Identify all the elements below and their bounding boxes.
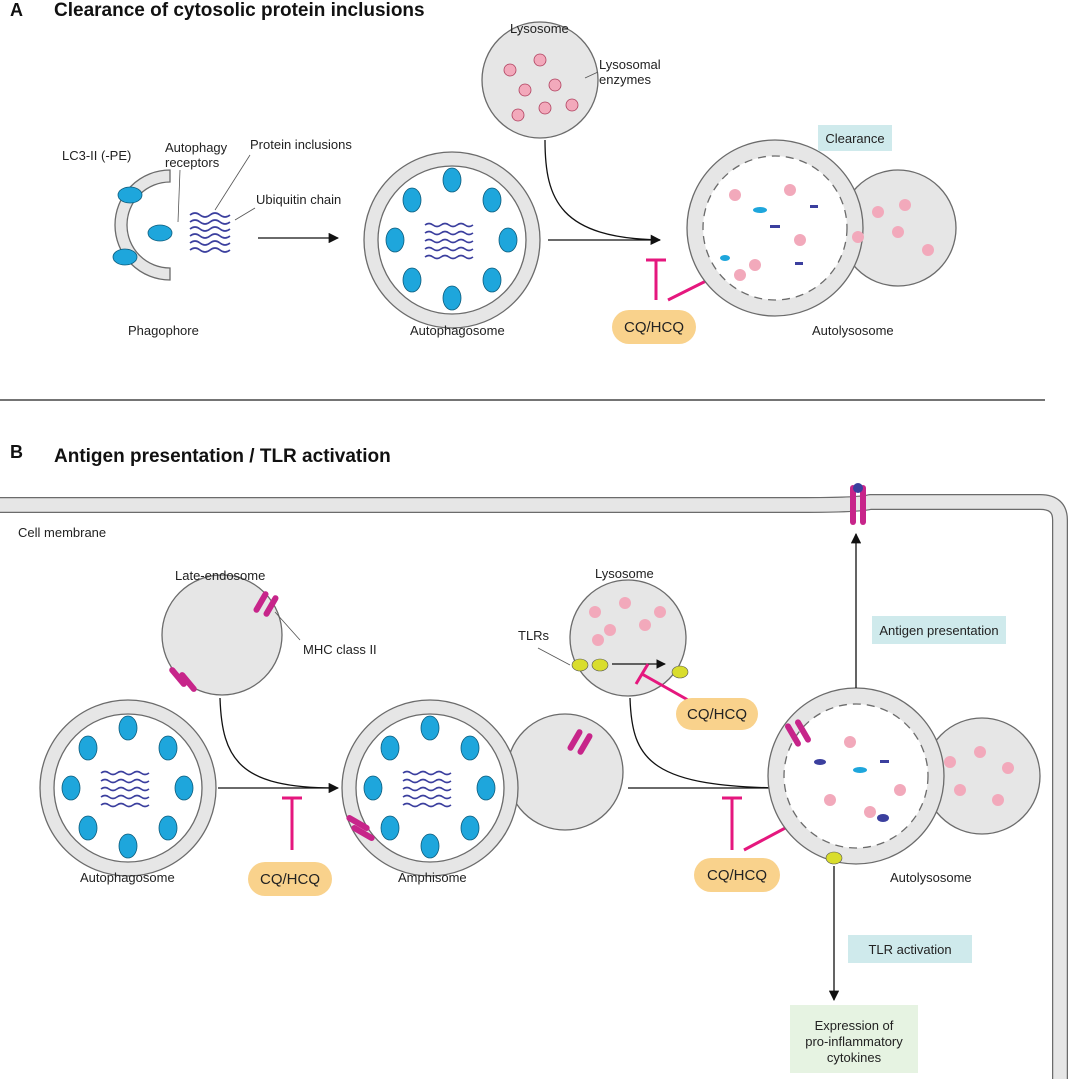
clearance-tag-text: Clearance bbox=[825, 131, 884, 146]
autolysosome-b-label: Autolysosome bbox=[890, 870, 972, 885]
lc3-receptor-icon bbox=[117, 186, 143, 204]
clearance-tag bbox=[818, 125, 892, 151]
protein-inclusion-a bbox=[189, 212, 231, 253]
lysosome-b bbox=[569, 579, 689, 697]
antigen-tag-text: Antigen presentation bbox=[879, 623, 998, 638]
phagophore bbox=[112, 169, 173, 281]
panel-a-letter: A bbox=[10, 0, 23, 20]
cq-hcq-b2: CQ/HCQ bbox=[260, 871, 320, 888]
tlr-tag bbox=[848, 935, 972, 963]
cq-hcq-pill-b2 bbox=[248, 862, 332, 896]
autolysosome-a-label: Autolysosome bbox=[812, 323, 894, 338]
cytokine-line-1: Expression of bbox=[815, 1018, 894, 1033]
cytokine-tag bbox=[790, 1005, 918, 1073]
tlrs-label: TLRs bbox=[518, 628, 550, 643]
autolysosome-a bbox=[686, 139, 957, 317]
phagophore-label: Phagophore bbox=[128, 323, 199, 338]
lc3-label: LC3-II (-PE) bbox=[62, 148, 131, 163]
autophagosome-a-label: Autophagosome bbox=[410, 323, 505, 338]
cell-membrane-label: Cell membrane bbox=[18, 525, 106, 540]
receptors-label-1: Autophagy bbox=[165, 140, 228, 155]
panel-b-title: Antigen presentation / TLR activation bbox=[54, 446, 391, 467]
inhibition-bar-lysosome bbox=[634, 663, 689, 702]
panel-b-letter: B bbox=[10, 442, 23, 462]
lysosome-b-label: Lysosome bbox=[595, 566, 654, 581]
amphisome-label: Amphisome bbox=[398, 870, 467, 885]
panel-a-title: Clearance of cytosolic protein inclusion… bbox=[54, 0, 425, 21]
autophagosome-b-label: Autophagosome bbox=[80, 870, 175, 885]
ubiquitin-label: Ubiquitin chain bbox=[256, 192, 341, 207]
arrow-b-endosome bbox=[219, 697, 336, 789]
cq-hcq-pill-b3 bbox=[694, 858, 780, 892]
cytokine-line-2: pro-inflammatory bbox=[805, 1034, 903, 1049]
arrow-b-lysosome bbox=[629, 697, 791, 789]
tlr-tag-text: TLR activation bbox=[868, 942, 951, 957]
late-endosome bbox=[161, 574, 283, 696]
inclusions-label: Protein inclusions bbox=[250, 137, 352, 152]
cq-hcq-a: CQ/HCQ bbox=[624, 319, 684, 336]
lysosome-a-label: Lysosome bbox=[510, 21, 569, 36]
autophagosome-b bbox=[39, 699, 217, 877]
arrow-a-lysosome bbox=[544, 139, 662, 246]
mhc-label: MHC class II bbox=[303, 642, 377, 657]
cell-membrane bbox=[0, 495, 1067, 1079]
antigen-tag bbox=[872, 616, 1006, 644]
late-endosome-label: Late-endosome bbox=[175, 568, 265, 583]
receptors-label-2: receptors bbox=[165, 155, 220, 170]
mhc-class-ii-icon bbox=[850, 483, 866, 525]
cq-hcq-pill-a bbox=[612, 310, 696, 344]
enzymes-label-1: Lysosomal bbox=[599, 57, 661, 72]
autolysosome-b bbox=[767, 687, 1041, 865]
enzymes-label-2: enzymes bbox=[599, 72, 652, 87]
autophagosome-a bbox=[363, 151, 541, 329]
cytokine-line-3: cytokines bbox=[827, 1050, 882, 1065]
cq-hcq-b1: CQ/HCQ bbox=[687, 706, 747, 723]
lysosomal-enzyme-icon bbox=[503, 53, 579, 122]
cq-hcq-b3: CQ/HCQ bbox=[707, 867, 767, 884]
lysosome-a bbox=[481, 21, 599, 139]
cq-hcq-pill-b1 bbox=[676, 698, 758, 730]
inhibition-bar-b1 bbox=[282, 796, 302, 850]
tlr-icon bbox=[571, 658, 589, 672]
amphisome bbox=[341, 699, 624, 877]
